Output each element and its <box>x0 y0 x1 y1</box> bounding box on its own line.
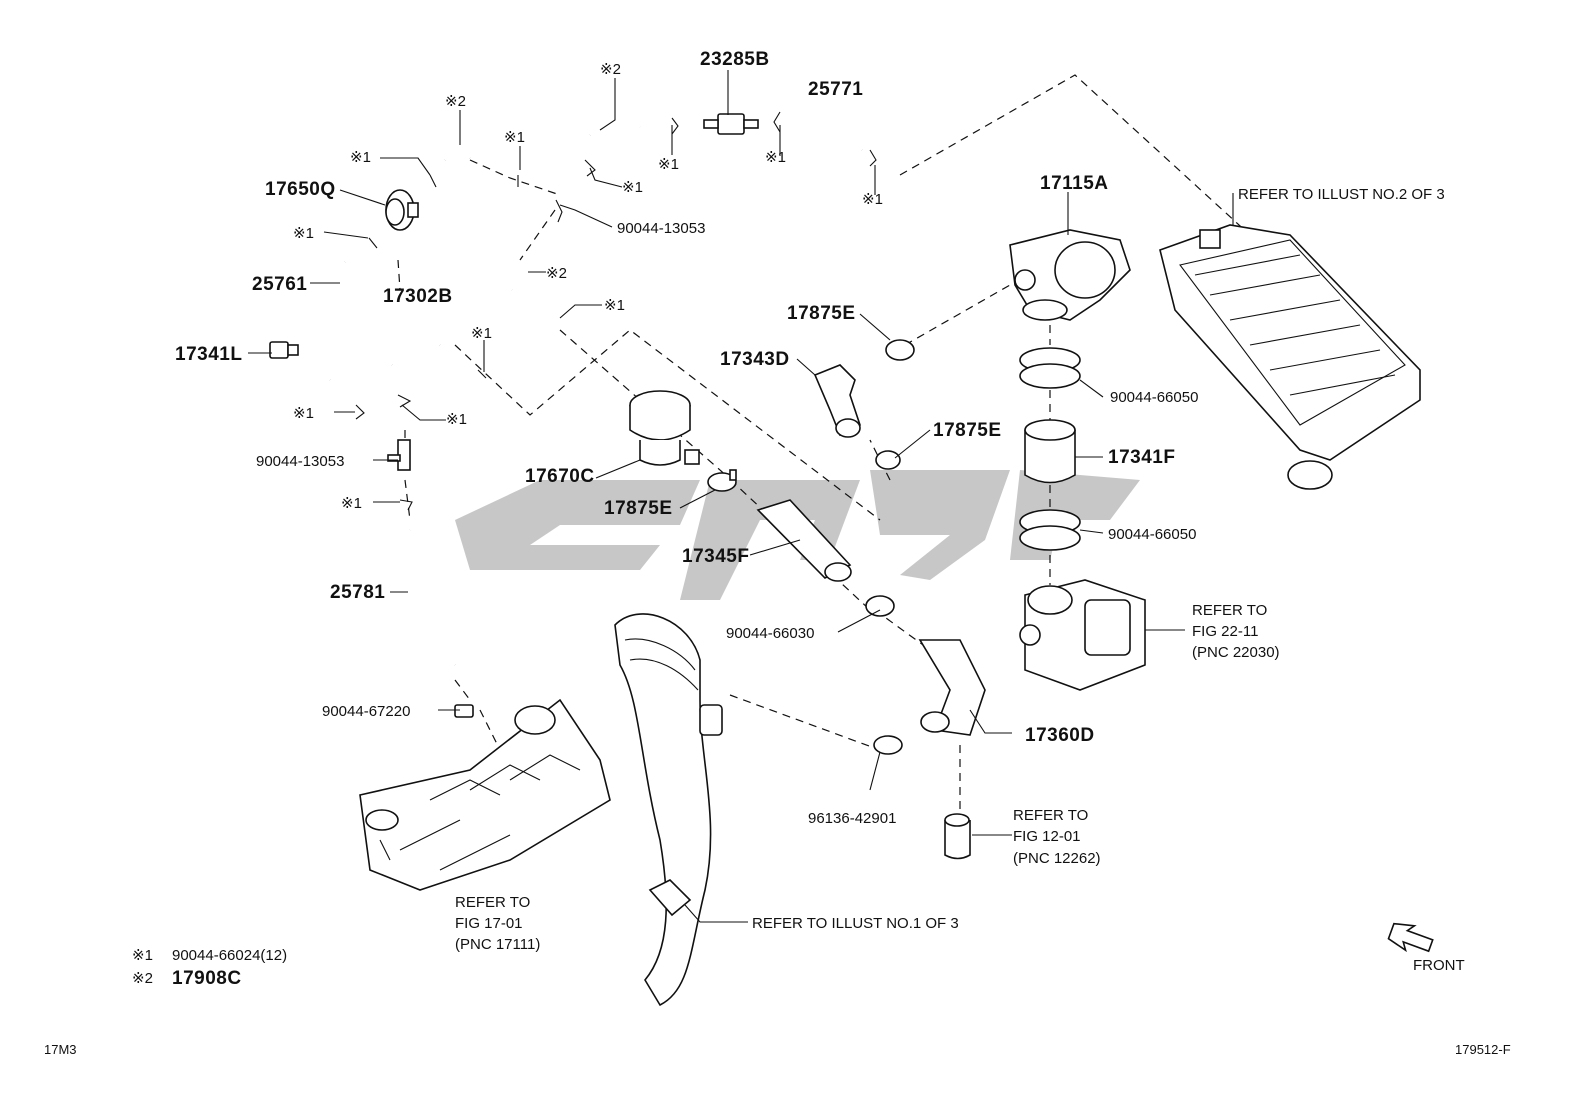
leader-lines <box>248 70 1234 923</box>
clamp-90044-66030 <box>865 595 895 617</box>
intake-manifold <box>359 698 611 891</box>
label-17345F: 17345F <box>682 546 749 567</box>
part-labels: 23285B 25771 17650Q 25761 17341L 17302B … <box>175 49 1198 827</box>
marker-1-b: ※1 <box>504 129 525 146</box>
label-17341F: 17341F <box>1108 447 1175 468</box>
front-label: FRONT <box>1413 957 1465 974</box>
clamp-90044-66050-upper <box>1019 347 1081 389</box>
marker-2-top: ※2 <box>600 61 621 78</box>
hose-17302B <box>386 326 442 366</box>
label-25771: 25771 <box>808 79 863 100</box>
ref-fig1701-line1: REFER TO <box>455 894 530 911</box>
pipe-17360D <box>918 639 986 736</box>
dashed-routing-lines <box>397 74 1251 810</box>
ref-fig2211-line2: FIG 22-11 <box>1192 623 1258 640</box>
legend-text-2: 17908C <box>172 968 242 989</box>
hose-25781 <box>406 529 458 667</box>
hose-17345F <box>756 499 852 582</box>
clamp-17875E-mid <box>707 469 737 492</box>
vsv-17670C <box>629 390 700 466</box>
label-90044-67220: 90044-67220 <box>322 703 410 720</box>
clamp-96136-42901 <box>873 735 903 755</box>
label-17341L: 17341L <box>175 344 242 365</box>
ref-illust-1: REFER TO ILLUST NO.1 OF 3 <box>752 915 959 932</box>
marker-1-f: ※1 <box>862 191 883 208</box>
legend-text-1: 90044-66024(12) <box>172 947 287 964</box>
marker-2-upper: ※2 <box>445 93 466 110</box>
marker-1-e: ※1 <box>765 149 786 166</box>
marker-1-k: ※1 <box>293 405 314 422</box>
label-17302B: 17302B <box>383 286 453 307</box>
ref-illust-2: REFER TO ILLUST NO.2 OF 3 <box>1238 186 1445 203</box>
marker-1-h: ※1 <box>604 297 625 314</box>
label-25781: 25781 <box>330 582 385 603</box>
label-17360D: 17360D <box>1025 725 1095 746</box>
label-90044-13053-left: 90044-13053 <box>256 453 344 470</box>
hose-17341F <box>1024 419 1076 484</box>
marker-1-j: ※1 <box>446 411 467 428</box>
clamp-17875E-lower <box>875 450 901 470</box>
hose-17908C-mid <box>510 263 526 291</box>
ref-fig1701-line3: (PNC 17111) <box>455 936 540 953</box>
ref-fig1201-line2: FIG 12-01 <box>1013 828 1081 845</box>
throttle-body-22030 <box>1019 579 1146 691</box>
intercooler <box>1159 224 1421 490</box>
footer-right-code: 179512-F <box>1455 1042 1511 1057</box>
ref-fig1701-line2: FIG 17-01 <box>455 915 523 932</box>
label-90044-66050-upper: 90044-66050 <box>1110 389 1198 406</box>
marker-1-l: ※1 <box>341 495 362 512</box>
hose-25761 <box>314 259 348 382</box>
label-90044-66030: 90044-66030 <box>726 625 814 642</box>
label-17650Q: 17650Q <box>265 179 336 200</box>
throttle-housing-17115A <box>1009 229 1131 321</box>
clamp-90044-66050-lower <box>1019 509 1081 551</box>
marker-1-d: ※1 <box>658 156 679 173</box>
label-23285B: 23285B <box>700 49 770 70</box>
watermark-logo <box>455 470 1140 600</box>
damper-17650Q <box>385 189 419 231</box>
hose-clip-group <box>355 111 877 511</box>
marker-2-mid: ※2 <box>546 265 567 282</box>
legend: ※1 90044-66024(12) ※2 17908C <box>132 947 287 989</box>
front-arrow-icon <box>1387 922 1434 953</box>
label-25761: 25761 <box>252 274 307 295</box>
label-17875E-top: 17875E <box>787 303 856 324</box>
label-96136-42901: 96136-42901 <box>808 810 896 827</box>
marker-1-c: ※1 <box>293 225 314 242</box>
label-90044-66050-lower: 90044-66050 <box>1108 526 1196 543</box>
legend-mark-1: ※1 <box>132 947 153 964</box>
ref-fig2211-line3: (PNC 22030) <box>1192 644 1280 661</box>
marker-1-g: ※1 <box>622 179 643 196</box>
ref-fig1201-line3: (PNC 12262) <box>1013 850 1101 867</box>
label-17343D: 17343D <box>720 349 790 370</box>
connector-17341L <box>269 341 299 359</box>
valve-23285B <box>703 113 759 135</box>
clamp-17875E-top <box>885 339 915 361</box>
label-17115A: 17115A <box>1040 173 1109 194</box>
label-90044-13053-top: 90044-13053 <box>617 220 705 237</box>
ref-fig1201-line1: REFER TO <box>1013 807 1088 824</box>
legend-mark-2: ※2 <box>132 970 153 987</box>
fitting-90044-67220 <box>454 704 474 718</box>
tee-90044-13053-lower <box>387 439 411 471</box>
hose-17343D <box>813 364 861 438</box>
sleeve-12262 <box>944 813 971 860</box>
hose-upper-left-2 <box>588 124 641 137</box>
marker-1-a: ※1 <box>350 149 371 166</box>
ref-fig2211-line1: REFER TO <box>1192 602 1267 619</box>
hose-25771 <box>804 116 864 152</box>
hose-17908C-upper <box>443 150 472 161</box>
label-17875E-right: 17875E <box>933 420 1002 441</box>
air-duct-large <box>614 613 723 1007</box>
marker-1-i: ※1 <box>471 325 492 342</box>
label-17670C: 17670C <box>525 466 595 487</box>
reference-notes: REFER TO ILLUST NO.2 OF 3 REFER TO ILLUS… <box>455 186 1445 953</box>
label-17875E-mid: 17875E <box>604 498 673 519</box>
footer-left-code: 17M3 <box>44 1042 77 1057</box>
